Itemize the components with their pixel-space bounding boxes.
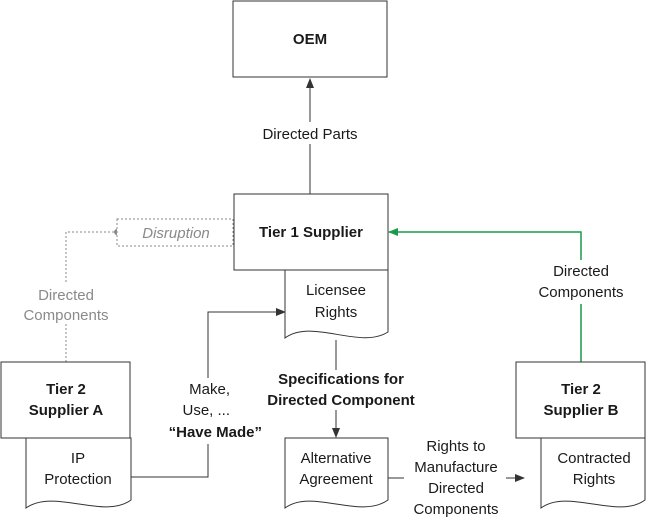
specifications-line2: Directed Component — [267, 392, 415, 409]
dotted-tier2a-to-disruption — [65, 231, 117, 362]
directed-parts-label: Directed Parts — [262, 126, 357, 143]
ip-protection-doc: IP Protection — [25, 437, 132, 509]
tier2a-line2: Supplier A — [29, 402, 104, 419]
contracted-rights-doc: Contracted Rights — [540, 437, 646, 509]
tier2b-line1: Tier 2 — [561, 381, 601, 398]
licensee-rights-doc: Licensee Rights — [284, 269, 389, 339]
alternative-agreement-doc: Alternative Agreement — [284, 437, 389, 509]
contracted-rights-line2: Rights — [573, 471, 616, 488]
tier2a-line1: Tier 2 — [46, 381, 86, 398]
disruption-label: Disruption — [142, 225, 210, 242]
components-line: Components — [413, 501, 498, 518]
directed-components-right-line1: Directed — [553, 263, 609, 280]
contracted-rights-line1: Contracted — [557, 450, 630, 467]
specifications-line1: Specifications for — [278, 371, 404, 388]
oem-label: OEM — [293, 31, 327, 48]
ip-protection-line2: Protection — [44, 471, 112, 488]
manufacture-line: Manufacture — [414, 459, 497, 476]
tier2b-node: Tier 2 Supplier B — [515, 361, 646, 439]
have-made-label: “Have Made” — [169, 424, 262, 441]
directed-components-right-line2: Components — [538, 284, 623, 301]
licensee-rights-line1: Licensee — [306, 282, 366, 299]
tier1-node: Tier 1 Supplier — [233, 193, 389, 271]
directed-line: Directed — [428, 480, 484, 497]
directed-components-left-line1: Directed — [38, 287, 94, 304]
tier2b-line2: Supplier B — [543, 402, 618, 419]
make-label: Make, — [189, 381, 230, 398]
use-label: Use, ... — [182, 402, 230, 419]
alternative-agreement-line2: Agreement — [299, 471, 373, 488]
licensee-rights-line2: Rights — [315, 304, 358, 321]
oem-node: OEM — [232, 0, 388, 78]
alternative-agreement-line1: Alternative — [301, 450, 372, 467]
arrow-tier2b-to-tier1 — [388, 228, 582, 362]
tier1-label: Tier 1 Supplier — [259, 224, 363, 241]
tier2a-node: Tier 2 Supplier A — [0, 361, 131, 439]
disruption-node: Disruption — [116, 218, 234, 247]
directed-components-left-line2: Components — [23, 307, 108, 324]
rights-to-line: Rights to — [426, 438, 485, 455]
ip-protection-line1: IP — [71, 450, 85, 467]
